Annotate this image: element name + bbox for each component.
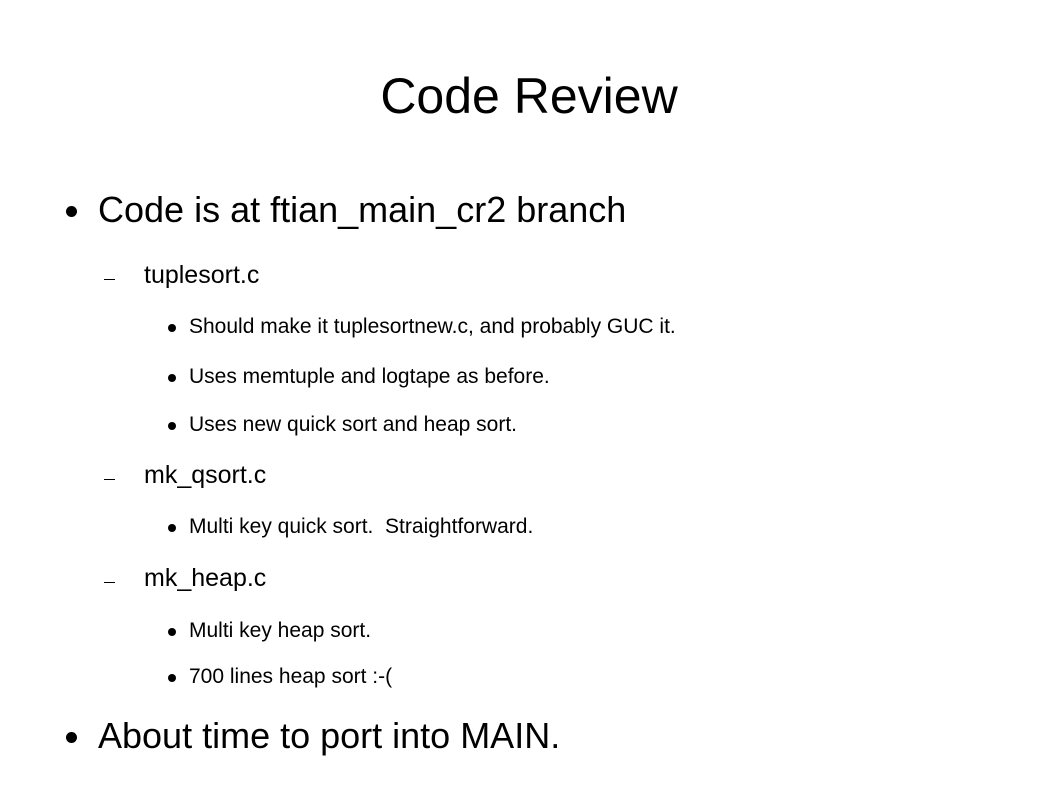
- disc-icon: [168, 628, 176, 636]
- dash-icon: [104, 479, 115, 480]
- bullet-text: About time to port into MAIN.: [98, 715, 561, 756]
- bullet-text: Uses memtuple and logtape as before.: [189, 365, 550, 388]
- disc-icon: [168, 324, 176, 332]
- bullet-text: Uses new quick sort and heap sort.: [189, 413, 518, 436]
- dash-icon: [104, 279, 115, 280]
- bullet-item: Multi key heap sort.: [168, 618, 948, 644]
- bullet-text: Multi key heap sort.: [189, 619, 372, 642]
- bullet-item: Code is at ftian_main_cr2 branch: [66, 188, 766, 232]
- bullet-item: mk_qsort.c: [104, 460, 404, 490]
- disc-icon: [168, 674, 176, 682]
- bullet-item: Uses memtuple and logtape as before.: [168, 364, 948, 390]
- bullet-item: Should make it tuplesortnew.c, and proba…: [168, 314, 948, 340]
- bullet-item: Uses new quick sort and heap sort.: [168, 412, 948, 438]
- disc-icon: [168, 374, 176, 382]
- bullet-item: tuplesort.c: [104, 260, 404, 290]
- bullet-text: tuplesort.c: [144, 261, 260, 289]
- bullet-text: mk_heap.c: [144, 564, 267, 592]
- dash-icon: [104, 582, 115, 583]
- bullet-text: Should make it tuplesortnew.c, and proba…: [189, 315, 676, 338]
- bullet-item: Multi key quick sort. Straightforward.: [168, 514, 948, 540]
- slide-title: Code Review: [380, 68, 678, 124]
- disc-icon: [66, 732, 77, 743]
- bullet-text: mk_qsort.c: [144, 461, 267, 489]
- bullet-item: mk_heap.c: [104, 563, 404, 593]
- bullet-text: Multi key quick sort. Straightforward.: [189, 515, 534, 538]
- bullet-item: About time to port into MAIN.: [66, 714, 766, 758]
- disc-icon: [66, 206, 77, 217]
- disc-icon: [168, 524, 176, 532]
- bullet-text: 700 lines heap sort :-(: [189, 665, 393, 688]
- bullet-text: Code is at ftian_main_cr2 branch: [98, 189, 627, 230]
- disc-icon: [168, 422, 176, 430]
- bullet-item: 700 lines heap sort :-(: [168, 664, 948, 690]
